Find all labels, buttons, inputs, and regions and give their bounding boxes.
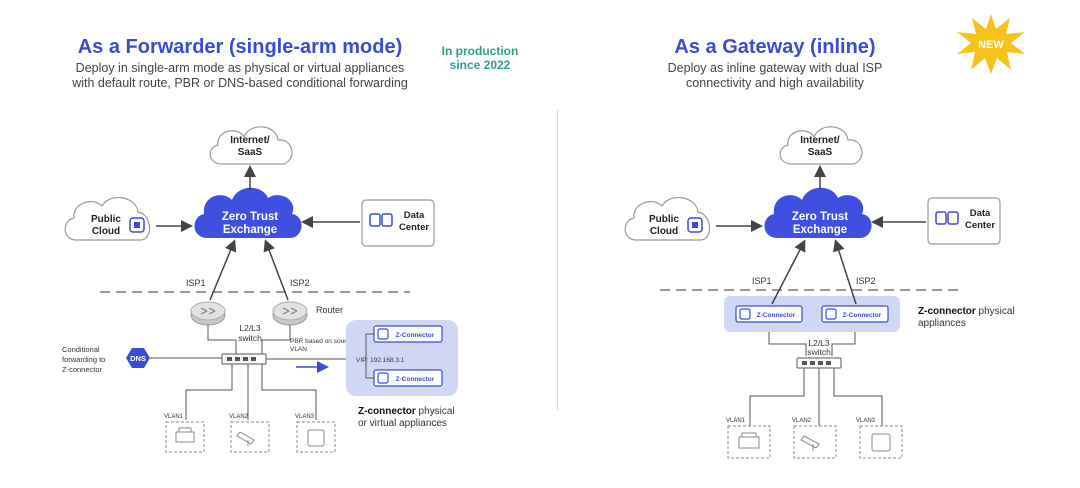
forwarder-subtitle-line2: with default route, PBR or DNS-based con… [72, 76, 408, 90]
router-1-icon [190, 301, 226, 326]
pbr-label-line2: VLAN [290, 346, 307, 353]
forwarder-diagram: Internet/ SaaS Zero Trust Exchange Publi… [62, 126, 458, 453]
zte-label-line2: Exchange [223, 224, 277, 236]
zconnector-2-label: Z-Connector [396, 376, 435, 383]
vlan2-label: VLAN2 [792, 418, 812, 424]
data-center-label-line2: Center [399, 222, 429, 233]
public-cloud: Public Cloud [64, 196, 151, 241]
switch-label-line2: switch [238, 333, 262, 343]
vlan2-label: VLAN2 [229, 414, 249, 420]
forwarder-caption-bold: Z-connector [358, 406, 416, 417]
public-cloud-label-line2: Cloud [92, 226, 120, 237]
dns-label: DNS [130, 354, 146, 363]
forwarder-caption-line2: or virtual appliances [358, 418, 447, 429]
data-center: Data Center [927, 197, 1001, 245]
public-cloud-label-line2: Cloud [650, 226, 678, 237]
server-icon [369, 213, 381, 227]
zte-label-line2: Exchange [793, 224, 847, 236]
cloud-app-icon [687, 217, 703, 233]
public-cloud: Public Cloud [624, 196, 711, 241]
gateway-diagram: Internet/ SaaS Zero Trust Exchange Publi… [624, 126, 1001, 459]
vlan1-label: VLAN1 [726, 418, 746, 424]
app-device-icon [296, 421, 336, 453]
isp1-uplink-arrow [209, 239, 237, 301]
gateway-caption-rest: physical [975, 306, 1015, 317]
gateway-caption: Z-connector physical appliances [918, 306, 1048, 330]
public-cloud-label-line1: Public [91, 214, 121, 225]
conditional-forwarding-line3: Z-connector [62, 365, 103, 374]
printer-device-icon [165, 421, 205, 453]
zconnector-appliance-1 [735, 305, 803, 323]
server-icon [381, 213, 393, 227]
switch-label-line2: switch [807, 347, 831, 357]
forwarder-caption-rest: physical [415, 406, 455, 417]
vlan3-label: VLAN3 [295, 414, 315, 420]
server-icon [935, 211, 947, 225]
zero-trust-exchange-cloud: Zero Trust Exchange [764, 187, 872, 238]
gateway-caption-bold: Z-connector [918, 306, 976, 317]
internet-label-line1: Internet/ [230, 135, 270, 146]
zconnector-1-label: Z-Connector [757, 312, 796, 319]
vlan3-label: VLAN3 [856, 418, 876, 424]
zconnector-panel: Z-Connector Z-Connector VIP: 192.168.3.1 [346, 320, 458, 396]
zconnector-2-label: Z-Connector [843, 312, 882, 319]
section-divider [557, 110, 558, 410]
internet-cloud: Internet/ SaaS [209, 126, 293, 165]
switch-label-line1: L2/L3 [239, 323, 261, 333]
production-badge-line1: In production [441, 44, 519, 58]
conditional-forwarding-line2: forwarding to [62, 355, 105, 364]
zconnector-band: Z-Connector Z-Connector [724, 296, 900, 332]
app-device-icon [859, 425, 903, 459]
internet-label-line1: Internet/ [800, 135, 840, 146]
gateway-subtitle: Deploy as inline gateway with dual ISP c… [640, 61, 910, 91]
zero-trust-exchange-cloud: Zero Trust Exchange [194, 187, 302, 238]
public-cloud-label-line1: Public [649, 214, 679, 225]
isp1-uplink-arrow [771, 239, 806, 305]
router-2-icon [272, 301, 308, 326]
new-starburst-icon: NEW [957, 14, 1025, 74]
camera-device-icon [230, 421, 270, 453]
zconnector-appliance-2 [821, 305, 889, 323]
zconnector-1-label: Z-Connector [396, 332, 435, 339]
switch-icon [796, 357, 842, 369]
server-icon [947, 211, 959, 225]
internet-label-line2: SaaS [808, 147, 833, 158]
vip-label: VIP: 192.168.3.1 [356, 357, 405, 364]
printer-device-icon [727, 425, 771, 459]
data-center-label-line2: Center [965, 220, 995, 231]
isp1-label: ISP1 [186, 278, 206, 288]
forwarder-subtitle-line1: Deploy in single-arm mode as physical or… [75, 61, 405, 75]
internet-cloud: Internet/ SaaS [779, 126, 863, 165]
zte-label-line1: Zero Trust [792, 211, 848, 223]
switch-label-line1: L2/L3 [808, 338, 830, 348]
pbr-label-line1: PBR based on source [290, 338, 354, 345]
internet-label-line2: SaaS [238, 147, 263, 158]
production-badge-line2: since 2022 [449, 58, 511, 72]
vlan1-label: VLAN1 [164, 414, 184, 420]
forwarder-title: As a Forwarder (single-arm mode) [77, 36, 403, 58]
router-label: Router [316, 305, 343, 315]
gateway-subtitle-line1: Deploy as inline gateway with dual ISP [667, 61, 883, 75]
data-center-label-line1: Data [404, 210, 425, 221]
data-center: Data Center [361, 199, 435, 247]
isp2-uplink-arrow [263, 239, 289, 301]
data-center-label-line1: Data [970, 208, 991, 219]
isp2-label: ISP2 [290, 278, 310, 288]
gateway-title: As a Gateway (inline) [674, 36, 876, 58]
isp1-label: ISP1 [752, 276, 772, 286]
switch-icon [221, 353, 267, 365]
dns-hexagon-icon [126, 348, 150, 368]
cloud-app-icon [129, 217, 145, 233]
zte-label-line1: Zero Trust [222, 211, 278, 223]
gateway-subtitle-line2: connectivity and high availability [686, 76, 864, 90]
isp2-label: ISP2 [856, 276, 876, 286]
gateway-caption-line2: appliances [918, 318, 966, 329]
forwarder-subtitle: Deploy in single-arm mode as physical or… [60, 61, 420, 91]
camera-device-icon [793, 425, 837, 459]
forwarder-caption: Z-connector physical or virtual applianc… [358, 406, 508, 430]
new-badge-label: NEW [978, 39, 1004, 51]
isp2-uplink-arrow [833, 239, 857, 305]
conditional-forwarding-line1: Conditional [62, 345, 100, 354]
production-badge: In production since 2022 [430, 44, 530, 72]
